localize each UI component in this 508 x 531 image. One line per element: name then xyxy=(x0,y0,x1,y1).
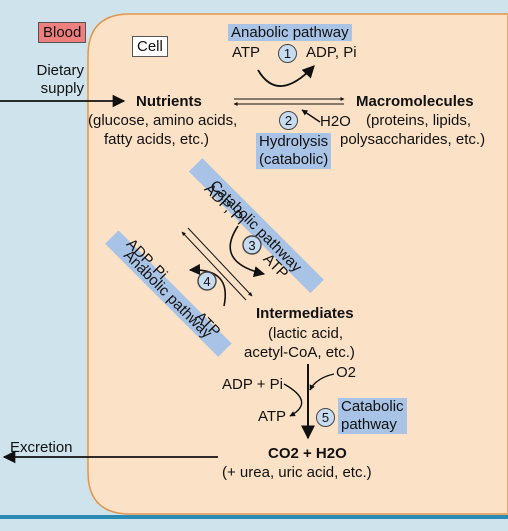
atp-bottom-text: ATP xyxy=(258,408,287,425)
step-2-badge: 2 xyxy=(279,111,298,130)
step-3-number: 3 xyxy=(248,238,255,253)
step-1-badge: 1 xyxy=(278,44,297,63)
co2-title-text: CO2 + H2O xyxy=(268,445,347,462)
anabolic-top-adp: ADP, Pi xyxy=(306,44,357,61)
blood-label-text: Blood xyxy=(43,24,82,41)
adp-pi-label: ADP + Pi xyxy=(222,376,283,393)
nutrients-title-text: Nutrients xyxy=(136,93,202,110)
nutrients-line2-text: fatty acids, etc.) xyxy=(104,131,210,148)
anabolic-top-atp-text: ATP xyxy=(232,44,261,61)
adp-pi-text: ADP + Pi xyxy=(222,376,284,393)
o2-arrow xyxy=(309,373,335,391)
intermediates-title-text: Intermediates xyxy=(256,305,354,322)
anabolic-top-adp-text: ADP, Pi xyxy=(306,44,357,61)
step-5-badge: 5 xyxy=(316,408,335,427)
o2-text: O2 xyxy=(336,364,357,381)
catabolic-bottom-label: Catabolic pathway xyxy=(338,398,407,434)
dietary-supply-label: Dietary supply xyxy=(26,62,84,98)
co2-line1: (+ urea, uric acid, etc.) xyxy=(222,464,372,481)
hydrolysis-h2o: H2O xyxy=(320,113,351,130)
step-5-number: 5 xyxy=(316,408,335,427)
macro-title: Macromolecules xyxy=(356,93,474,110)
step-2-number: 2 xyxy=(279,111,298,130)
step-4-circle xyxy=(197,271,217,291)
cell-label-text: Cell xyxy=(137,38,163,55)
intermediates-line2: acetyl-CoA, etc.) xyxy=(244,344,355,361)
intermediates-title: Intermediates xyxy=(256,305,354,322)
hydrolysis-line1: Hydrolysis xyxy=(259,133,329,150)
macro-line1: (proteins, lipids, xyxy=(366,112,471,129)
macro-line2: polysaccharides, etc.) xyxy=(340,131,485,148)
co2-title: CO2 + H2O xyxy=(268,445,347,462)
o2-label: O2 xyxy=(336,364,356,381)
anabolic-curve-4 xyxy=(188,263,226,307)
excretion-text: Excretion xyxy=(10,439,73,456)
catabolic-bottom-line2: pathway xyxy=(341,416,397,433)
co2-line1-text: (+ urea, uric acid, etc.) xyxy=(222,464,372,481)
catabolic-bottom-line1: Catabolic xyxy=(341,398,404,415)
step-3-circle xyxy=(242,235,262,255)
macro-line1-text: (proteins, lipids, xyxy=(366,112,472,129)
excretion-label: Excretion xyxy=(10,439,73,456)
hydrolysis-h2o-text: H2O xyxy=(320,113,351,130)
nutrients-line1-text: (glucose, amino acids, xyxy=(88,112,238,129)
adp-atp-curve xyxy=(283,383,303,417)
anabolic-curve-1 xyxy=(257,65,315,87)
hydrolysis-line2: (catabolic) xyxy=(259,151,329,168)
nutrients-line1: (glucose, amino acids, xyxy=(88,112,237,129)
macro-line2-text: polysaccharides, etc.) xyxy=(340,131,486,148)
reversible-arrows-diagonal xyxy=(181,227,253,301)
h2o-arrow xyxy=(301,109,321,123)
nutrients-title: Nutrients xyxy=(136,93,202,110)
dietary-supply-line1: Dietary xyxy=(36,62,84,79)
intermediates-line1: (lactic acid, xyxy=(268,325,343,342)
nutrients-line2: fatty acids, etc.) xyxy=(104,131,209,148)
step-1-number: 1 xyxy=(278,44,297,63)
anabolic-top-title-text: Anabolic pathway xyxy=(231,24,349,41)
step-4-number: 4 xyxy=(203,274,210,289)
intermediates-line1-text: (lactic acid, xyxy=(268,325,344,342)
blood-label: Blood xyxy=(38,22,87,43)
hydrolysis-label: Hydrolysis (catabolic) xyxy=(256,133,332,169)
macro-title-text: Macromolecules xyxy=(356,93,474,110)
anabolic-top-atp: ATP xyxy=(232,44,260,61)
intermediates-line2-text: acetyl-CoA, etc.) xyxy=(244,344,355,361)
catabolic-curve-3 xyxy=(229,225,266,278)
reversible-arrows-horizontal xyxy=(233,97,345,106)
anabolic-top-title: Anabolic pathway xyxy=(228,24,352,41)
atp-bottom-label: ATP xyxy=(258,408,286,425)
dietary-supply-line2: supply xyxy=(40,80,84,97)
cell-label: Cell xyxy=(132,36,168,57)
